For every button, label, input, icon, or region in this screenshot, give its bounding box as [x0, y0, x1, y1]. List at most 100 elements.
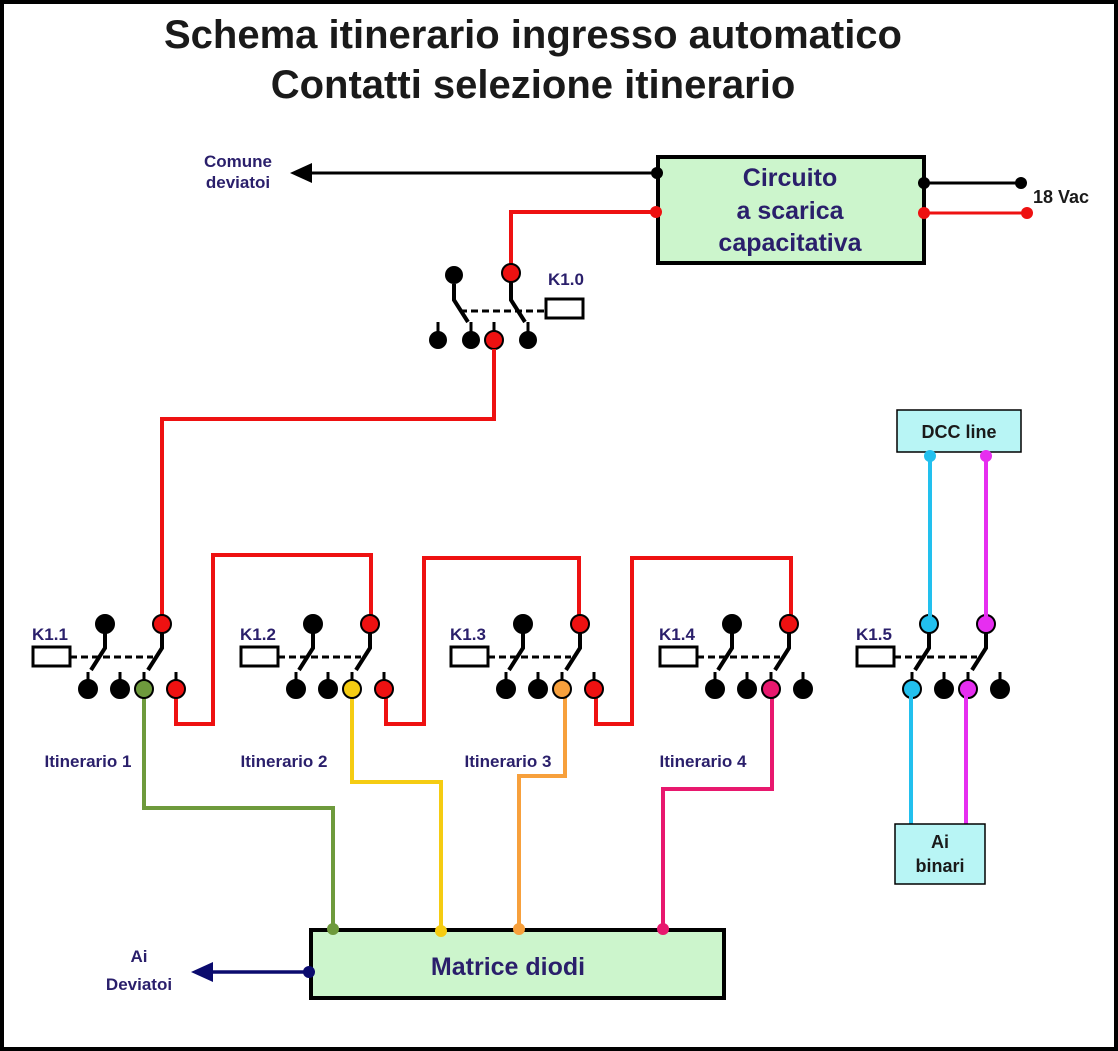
k14-switch-right [773, 630, 791, 672]
k11-to-k12-wire [174, 553, 373, 726]
k13-switch-right [564, 630, 582, 672]
circuito-red-terminal-left [650, 206, 662, 218]
k11-switch-left [89, 630, 107, 672]
circuito-line-1: Circuito [743, 164, 837, 192]
k10-switch-left [452, 284, 470, 324]
itinerario-4-wire [661, 690, 774, 929]
relay-k15: K1.5 [855, 614, 1010, 699]
k15-switch-right [970, 630, 988, 672]
k10-common-right [501, 263, 521, 283]
matrice-terminal-1 [327, 923, 339, 935]
relay-k14: K1.4 [658, 614, 813, 699]
matrice-terminal-4 [657, 923, 669, 935]
circuito-line-2: a scarica [736, 197, 844, 225]
k12-contact-1 [286, 679, 306, 699]
k14-contact-2 [737, 679, 757, 699]
circuito-red-terminal-right [918, 207, 930, 219]
k10-contact-3 [484, 330, 504, 350]
k14-common-left [722, 614, 742, 634]
k12-contact-4 [374, 679, 394, 699]
relay-k10: K1.0 [429, 263, 585, 350]
circuito-black-terminal-left [651, 167, 663, 179]
k12-to-k13-wire [384, 556, 581, 726]
k13-contact-2 [528, 679, 548, 699]
relay-k11: K1.1 [31, 614, 186, 699]
k11-label: K1.1 [32, 625, 68, 644]
comune-label-2: deviatoi [206, 173, 270, 192]
itinerario-3-label: Itinerario 3 [465, 752, 552, 771]
ai-deviatoi-arrowhead [191, 962, 213, 982]
k14-coil [658, 645, 699, 668]
k14-label: K1.4 [659, 625, 695, 644]
k11-contact-1 [78, 679, 98, 699]
k11-common-right [152, 614, 172, 634]
k12-switch-left [297, 630, 315, 672]
k11-common-left [95, 614, 115, 634]
dcc-cyan-terminal [924, 450, 936, 462]
k13-contact-4 [584, 679, 604, 699]
k12-common-left [303, 614, 323, 634]
k10-switch-right [509, 282, 527, 324]
circuito-black-terminal [918, 177, 930, 189]
k14-common-right [779, 614, 799, 634]
k15-contact-4 [990, 679, 1010, 699]
k14-switch-left [716, 630, 734, 672]
k15-label: K1.5 [856, 625, 892, 644]
ai-deviatoi-label-2: Deviatoi [106, 975, 172, 994]
matrice-terminal-2 [435, 925, 447, 937]
title-line-2: Contatti selezione itinerario [271, 63, 796, 107]
k10-to-k11-wire [160, 349, 496, 617]
k11-coil [31, 645, 72, 668]
itinerario-3-wire [517, 690, 567, 929]
k10-contact-2 [462, 331, 480, 349]
k13-label: K1.3 [450, 625, 486, 644]
ai-binari-line-1: Ai [931, 832, 949, 852]
k12-contact-2 [318, 679, 338, 699]
matrice-diodi-box [309, 928, 726, 1000]
k11-contact-2 [110, 679, 130, 699]
matrice-output-terminal [303, 966, 315, 978]
ai-binari-box [894, 823, 986, 885]
k10-common-left [445, 266, 463, 284]
circuito-line-3: capacitativa [718, 229, 862, 257]
itinerario-1-wire [142, 690, 335, 929]
matrice-diodi-label: Matrice diodi [431, 953, 585, 981]
k12-coil [239, 645, 280, 668]
k11-switch-right [146, 630, 164, 672]
k13-to-k14-wire [594, 556, 793, 726]
k13-common-right [570, 614, 590, 634]
k13-contact-3 [552, 679, 572, 699]
k14-contact-3 [761, 679, 781, 699]
relay-bank: K1.1 K1.2 K1.3 K1.4 K1.5 [31, 614, 1010, 699]
dcc-line-label: DCC line [921, 422, 996, 442]
relay-k12: K1.2 [239, 614, 394, 699]
k12-common-right [360, 614, 380, 634]
circuito-to-k10-wire [509, 210, 656, 272]
k10-contact-4 [519, 331, 537, 349]
comune-arrowhead [290, 163, 312, 183]
relay-k13: K1.3 [449, 614, 604, 699]
k10-coil [544, 297, 585, 320]
k15-coil [855, 645, 896, 668]
k12-label: K1.2 [240, 625, 276, 644]
k13-common-left [513, 614, 533, 634]
vac-red-terminal [1021, 207, 1033, 219]
itinerario-1-label: Itinerario 1 [45, 752, 132, 771]
k13-switch-left [507, 630, 525, 672]
dcc-line-box [896, 409, 1022, 453]
k14-contact-4 [793, 679, 813, 699]
k14-contact-1 [705, 679, 725, 699]
k10-label: K1.0 [548, 270, 584, 289]
matrice-terminal-3 [513, 923, 525, 935]
vac-black-terminal [1015, 177, 1027, 189]
ai-deviatoi-label-1: Ai [131, 947, 148, 966]
k12-contact-3 [342, 679, 362, 699]
k11-contact-4 [166, 679, 186, 699]
k10-contact-1 [429, 331, 447, 349]
comune-label-1: Comune [204, 152, 272, 171]
title-line-1: Schema itinerario ingresso automatico [164, 13, 902, 57]
k13-contact-1 [496, 679, 516, 699]
k11-contact-3 [134, 679, 154, 699]
dcc-magenta-terminal [980, 450, 992, 462]
